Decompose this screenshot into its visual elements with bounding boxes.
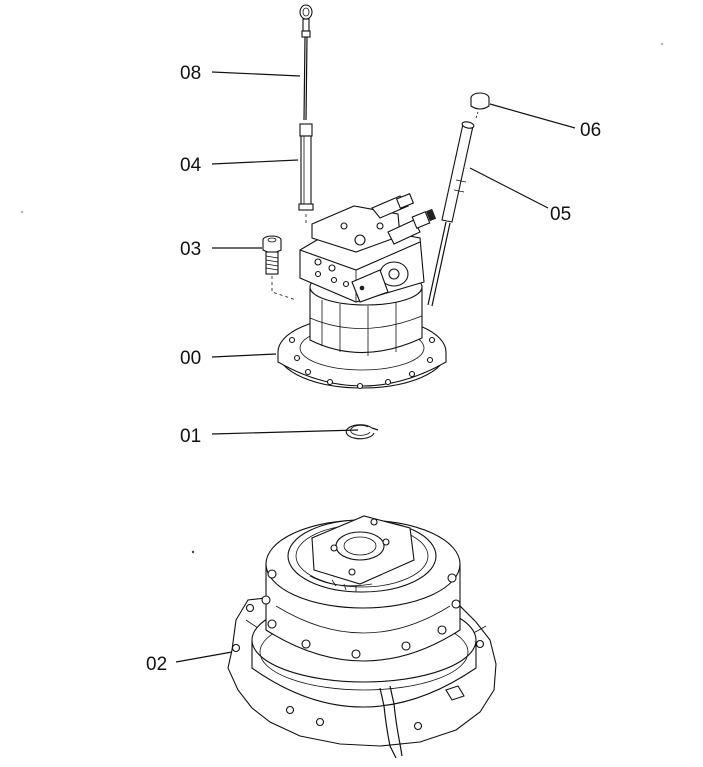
leader-02 — [175, 651, 233, 663]
leader-lines — [175, 71, 576, 663]
relief-valves — [371, 193, 437, 245]
callout-01: 01 — [180, 426, 201, 447]
port-cover — [351, 261, 409, 303]
part-02-gear-assembly — [227, 515, 497, 759]
leader-00 — [211, 353, 277, 358]
part-06-cap — [470, 92, 490, 119]
part-08-dipstick — [299, 4, 313, 121]
part-01-snap-ring — [345, 424, 379, 440]
valve-ports — [314, 222, 384, 288]
leader-04 — [211, 159, 299, 165]
scan-speck — [21, 211, 23, 213]
callout-labels: 08 04 03 00 01 02 06 05 — [146, 63, 601, 675]
flange-holes — [288, 336, 436, 390]
scan-speck — [191, 550, 195, 554]
part-03-bolt — [262, 235, 297, 301]
part-00-motor-assembly — [277, 193, 447, 390]
callout-05: 05 — [550, 204, 571, 225]
leader-08 — [211, 71, 301, 77]
housing-bolts — [231, 569, 485, 731]
callout-03: 03 — [180, 239, 201, 260]
part-05-pipe — [427, 121, 475, 307]
callout-06: 06 — [580, 120, 601, 141]
part-04-guide-tube — [298, 123, 314, 224]
leader-05 — [469, 167, 549, 209]
callout-00: 00 — [180, 348, 201, 369]
leader-06 — [489, 103, 576, 129]
callout-02: 02 — [146, 654, 167, 675]
callout-04: 04 — [180, 155, 202, 176]
leader-01 — [211, 429, 359, 435]
scan-speck — [661, 43, 663, 45]
callout-08: 08 — [180, 63, 201, 84]
